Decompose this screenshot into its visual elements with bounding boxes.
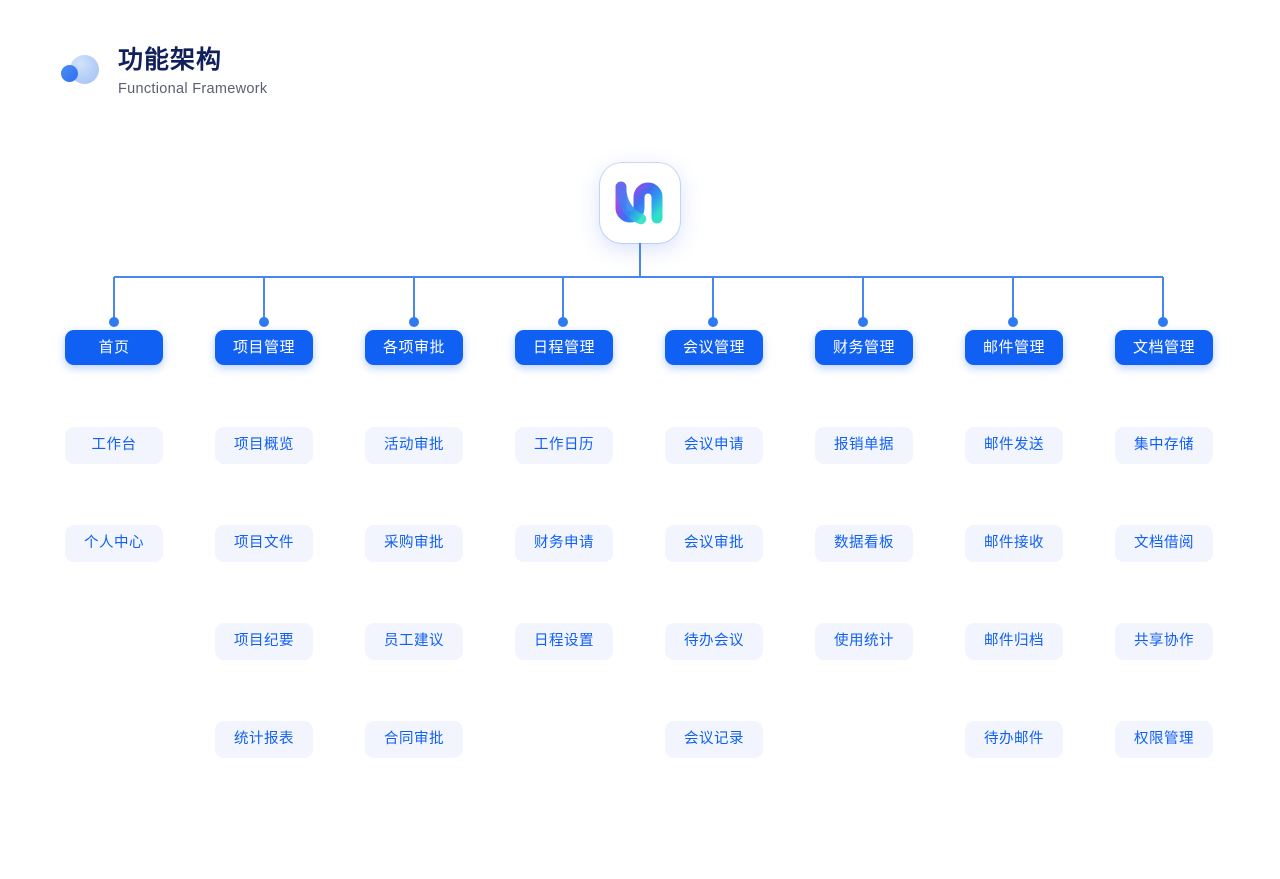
column-approvals: 各项审批 活动审批 采购审批 员工建议 合同审批 [339,330,489,758]
spacer [965,464,1063,525]
sub-node[interactable]: 使用统计 [815,623,913,660]
sub-node[interactable]: 数据看板 [815,525,913,562]
sub-node[interactable]: 权限管理 [1115,721,1213,758]
sub-list-mail-management: 邮件发送 邮件接收 邮件归档 待办邮件 [965,427,1063,758]
spacer [215,365,313,427]
spacer [965,365,1063,427]
diagram-columns: 首页 工作台 个人中心 项目管理 项目概览 项目文件 项目纪要 统计报表 各项审 [39,330,1239,758]
sub-node[interactable]: 项目纪要 [215,623,313,660]
top-node-approvals[interactable]: 各项审批 [365,330,463,365]
sub-list-project-management: 项目概览 项目文件 项目纪要 统计报表 [215,427,313,758]
sub-node[interactable]: 邮件接收 [965,525,1063,562]
spacer [665,464,763,525]
top-node-home[interactable]: 首页 [65,330,163,365]
spacer [365,464,463,525]
sub-node[interactable]: 集中存储 [1115,427,1213,464]
spacer [65,464,163,525]
sub-node[interactable]: 工作台 [65,427,163,464]
spacer [1115,660,1213,721]
sub-node[interactable]: 日程设置 [515,623,613,660]
sub-node[interactable]: 采购审批 [365,525,463,562]
sub-node[interactable]: 活动审批 [365,427,463,464]
wave-gradient-app-icon [612,175,668,231]
sub-node[interactable]: 会议审批 [665,525,763,562]
sub-node[interactable]: 会议记录 [665,721,763,758]
sub-node[interactable]: 待办邮件 [965,721,1063,758]
spacer [965,660,1063,721]
column-home: 首页 工作台 个人中心 [39,330,189,758]
sub-list-approvals: 活动审批 采购审批 员工建议 合同审批 [365,427,463,758]
spacer [365,365,463,427]
sub-list-home: 工作台 个人中心 [65,427,163,562]
spacer [1115,562,1213,623]
sub-node[interactable]: 文档借阅 [1115,525,1213,562]
sub-list-finance-management: 报销单据 数据看板 使用统计 [815,427,913,660]
spacer [665,562,763,623]
sub-node[interactable]: 个人中心 [65,525,163,562]
spacer [65,365,163,427]
logo-circle-small [61,65,78,82]
top-node-schedule-management[interactable]: 日程管理 [515,330,613,365]
top-node-meeting-management[interactable]: 会议管理 [665,330,763,365]
column-document-management: 文档管理 集中存储 文档借阅 共享协作 权限管理 [1089,330,1239,758]
spacer [965,562,1063,623]
top-node-mail-management[interactable]: 邮件管理 [965,330,1063,365]
page-title: 功能架构 [118,46,223,74]
spacer [1115,365,1213,427]
column-mail-management: 邮件管理 邮件发送 邮件接收 邮件归档 待办邮件 [939,330,1089,758]
spacer [815,562,913,623]
sub-node[interactable]: 员工建议 [365,623,463,660]
sub-list-schedule-management: 工作日历 财务申请 日程设置 [515,427,613,660]
spacer [365,660,463,721]
root-node[interactable] [600,163,680,243]
sub-node[interactable]: 项目概览 [215,427,313,464]
top-node-document-management[interactable]: 文档管理 [1115,330,1213,365]
spacer [215,464,313,525]
top-node-project-management[interactable]: 项目管理 [215,330,313,365]
spacer [815,365,913,427]
two-circles-logo-icon [60,52,102,94]
column-project-management: 项目管理 项目概览 项目文件 项目纪要 统计报表 [189,330,339,758]
spacer [665,660,763,721]
sub-node[interactable]: 邮件发送 [965,427,1063,464]
sub-list-meeting-management: 会议申请 会议审批 待办会议 会议记录 [665,427,763,758]
sub-node[interactable]: 待办会议 [665,623,763,660]
spacer [215,562,313,623]
sub-node[interactable]: 邮件归档 [965,623,1063,660]
spacer [515,365,613,427]
header-text-group: 功能架构 Functional Framework [118,44,267,99]
sub-node[interactable]: 报销单据 [815,427,913,464]
sub-node[interactable]: 会议申请 [665,427,763,464]
spacer [515,464,613,525]
top-node-finance-management[interactable]: 财务管理 [815,330,913,365]
column-schedule-management: 日程管理 工作日历 财务申请 日程设置 [489,330,639,758]
sub-node[interactable]: 共享协作 [1115,623,1213,660]
spacer [515,562,613,623]
page-subtitle: Functional Framework [118,81,268,97]
spacer [665,365,763,427]
sub-list-document-management: 集中存储 文档借阅 共享协作 权限管理 [1115,427,1213,758]
sub-node[interactable]: 财务申请 [515,525,613,562]
sub-node[interactable]: 统计报表 [215,721,313,758]
spacer [1115,464,1213,525]
spacer [215,660,313,721]
sub-node[interactable]: 项目文件 [215,525,313,562]
column-finance-management: 财务管理 报销单据 数据看板 使用统计 [789,330,939,758]
sub-node[interactable]: 合同审批 [365,721,463,758]
sub-node[interactable]: 工作日历 [515,427,613,464]
spacer [365,562,463,623]
column-meeting-management: 会议管理 会议申请 会议审批 待办会议 会议记录 [639,330,789,758]
spacer [815,464,913,525]
page-header: 功能架构 Functional Framework [60,44,267,99]
